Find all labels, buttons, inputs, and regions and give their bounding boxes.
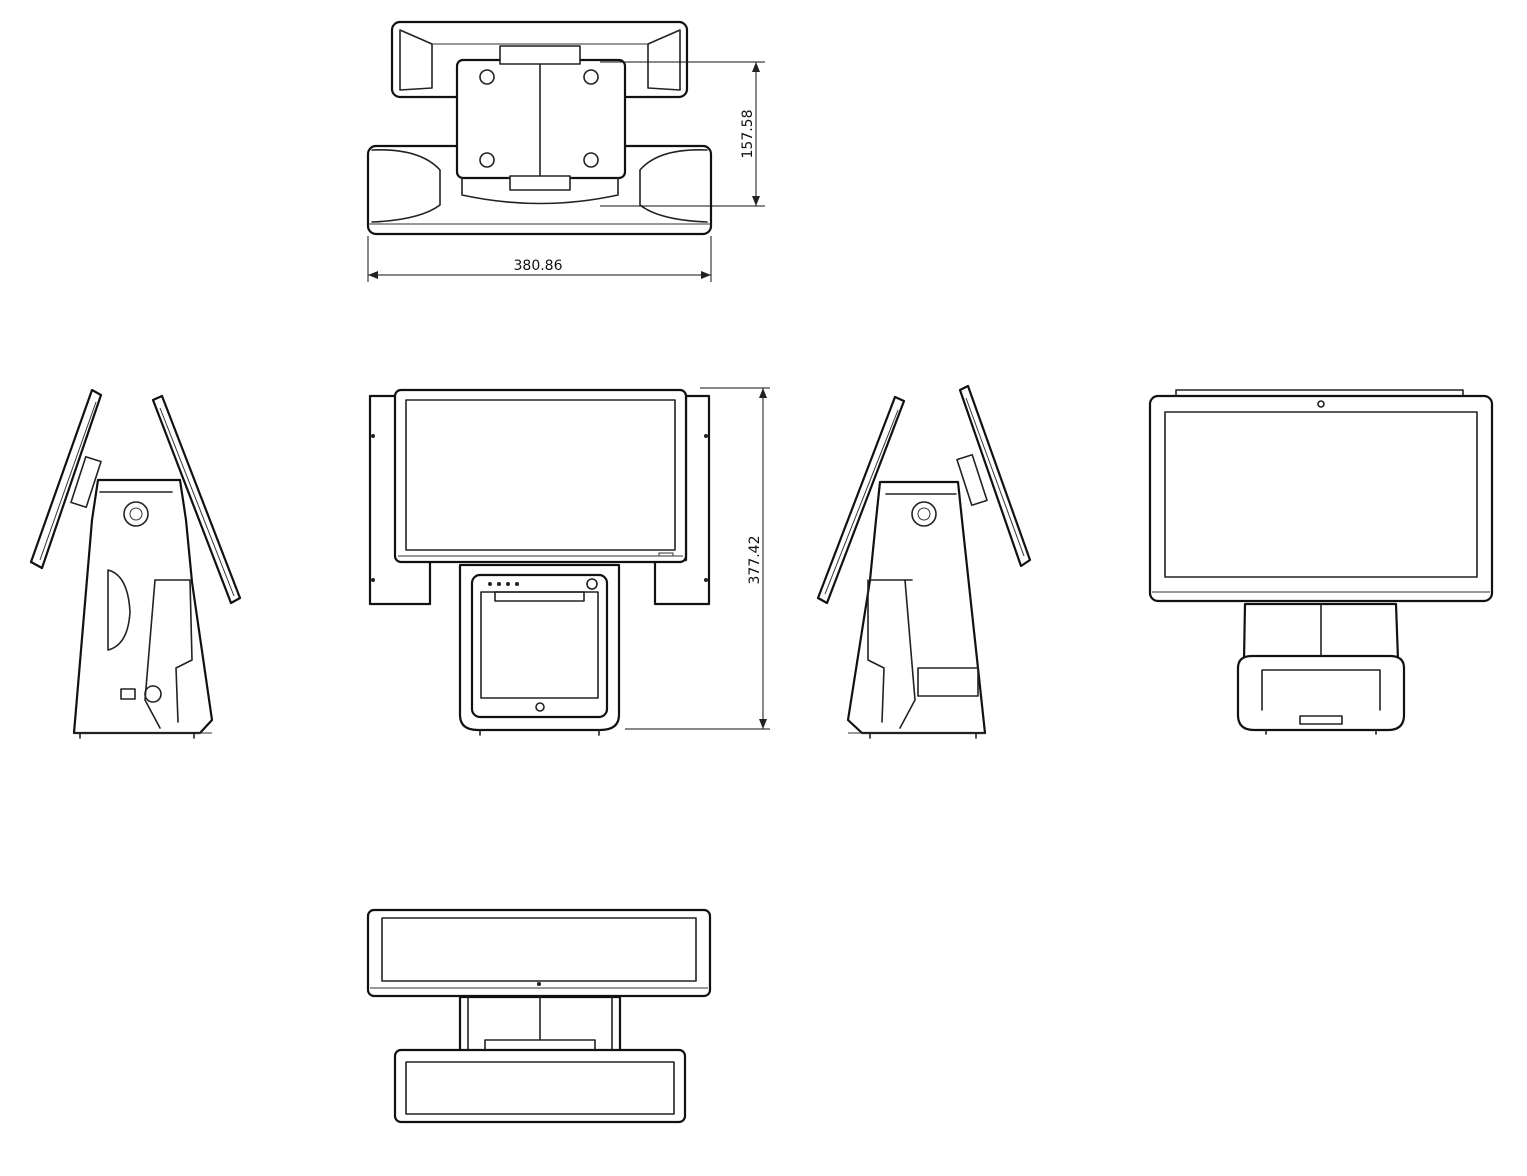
right-side-view bbox=[816, 384, 1032, 739]
left-side-view bbox=[29, 388, 242, 739]
rear-view bbox=[1148, 389, 1494, 735]
bottom-view bbox=[366, 908, 712, 1124]
front-view: 377.42 bbox=[368, 387, 770, 736]
height-dimension-label: 377.42 bbox=[747, 536, 763, 585]
depth-dimension-label: 157.58 bbox=[740, 110, 756, 159]
width-dimension-label: 380.86 bbox=[514, 258, 563, 274]
top-view: 157.58 380.86 bbox=[366, 20, 765, 282]
